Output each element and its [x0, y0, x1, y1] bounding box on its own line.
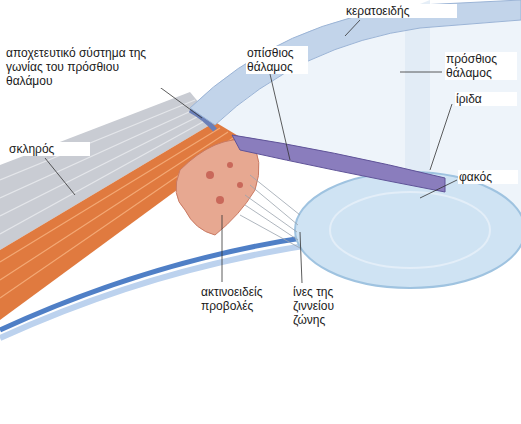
lens — [295, 172, 521, 288]
ciliary-processes — [176, 139, 259, 235]
part-label: φακός — [458, 170, 518, 184]
cornea — [190, 0, 521, 125]
zonular-fibres — [240, 175, 300, 248]
part-label: κερατοειδής — [345, 4, 457, 18]
iris — [232, 135, 445, 192]
part-label: σκληρός — [8, 142, 90, 156]
part-label: ακτινοειδείς προβολές — [200, 285, 282, 313]
part-label: ίνες της ζιννείου ζώνης — [292, 285, 366, 327]
part-label: οπίσθιος θάλαμος — [246, 46, 308, 74]
part-label: πρόσθιος θάλαμος — [445, 52, 517, 80]
part-label: αποχετευτικό σύστημα της γωνίας του πρόσ… — [5, 46, 165, 88]
part-label: ίριδα — [455, 92, 517, 106]
